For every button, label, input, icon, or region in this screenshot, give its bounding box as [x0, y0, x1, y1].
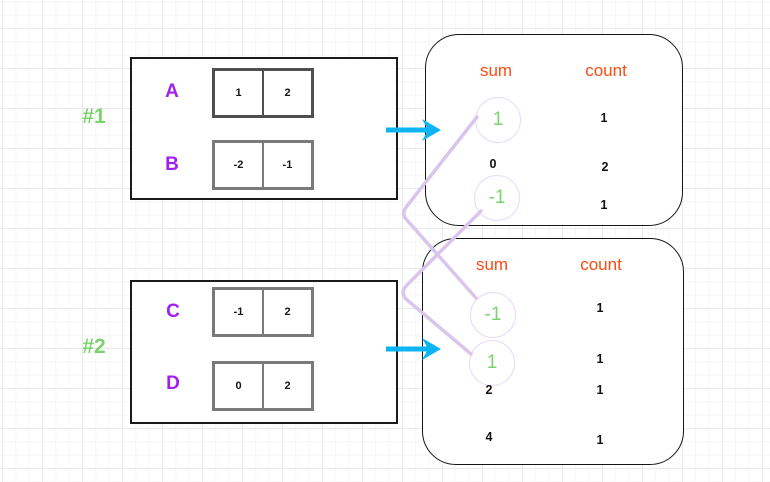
sum-header-2: sum [475, 255, 509, 274]
array-d-cells[interactable]: 0 2 [212, 361, 314, 411]
array-cell: 2 [262, 71, 311, 115]
count-value: 1 [596, 301, 604, 315]
count-value: 1 [596, 383, 604, 397]
sum-value: 1 [486, 352, 498, 373]
highlight-circle-sum-neg1[interactable]: -1 [474, 175, 520, 221]
array-a-cells[interactable]: 1 2 [212, 68, 314, 118]
highlight-circle-sum-1-2[interactable]: 1 [469, 340, 515, 386]
highlight-circle-sum-1[interactable]: 1 [475, 97, 521, 143]
group-2-tag[interactable]: #2 [82, 335, 106, 358]
array-d-label[interactable]: D [166, 373, 180, 394]
sum-value: 1 [492, 109, 504, 130]
count-header-1: count [585, 61, 627, 80]
sum-value: 2 [485, 383, 493, 397]
array-a-label[interactable]: A [165, 81, 179, 102]
count-header-2: count [580, 255, 622, 274]
array-c-label[interactable]: C [166, 301, 180, 322]
count-value: 1 [596, 352, 604, 366]
array-c-cells[interactable]: -1 2 [212, 287, 314, 337]
sum-value: -1 [484, 304, 502, 325]
group-1-tag[interactable]: #1 [82, 105, 106, 128]
count-value: 1 [600, 111, 608, 125]
array-cell: -2 [233, 159, 244, 171]
result-box-1[interactable] [425, 34, 683, 226]
sum-header-1: sum [479, 61, 513, 80]
array-cell: 2 [262, 290, 311, 334]
count-value: 2 [601, 160, 609, 174]
array-cell: -1 [262, 143, 311, 187]
array-cell: 0 [235, 380, 242, 392]
array-b-label[interactable]: B [165, 154, 179, 175]
sum-value: 4 [485, 430, 493, 444]
highlight-circle-sum-neg1-2[interactable]: -1 [470, 292, 516, 338]
count-value: 1 [600, 198, 608, 212]
sum-value: -1 [488, 187, 506, 208]
array-cell: 2 [262, 364, 311, 408]
array-cell: 1 [235, 87, 242, 99]
array-cell: -1 [233, 306, 244, 318]
count-value: 1 [596, 433, 604, 447]
array-b-cells[interactable]: -2 -1 [212, 140, 314, 190]
sum-value: 0 [489, 157, 497, 171]
